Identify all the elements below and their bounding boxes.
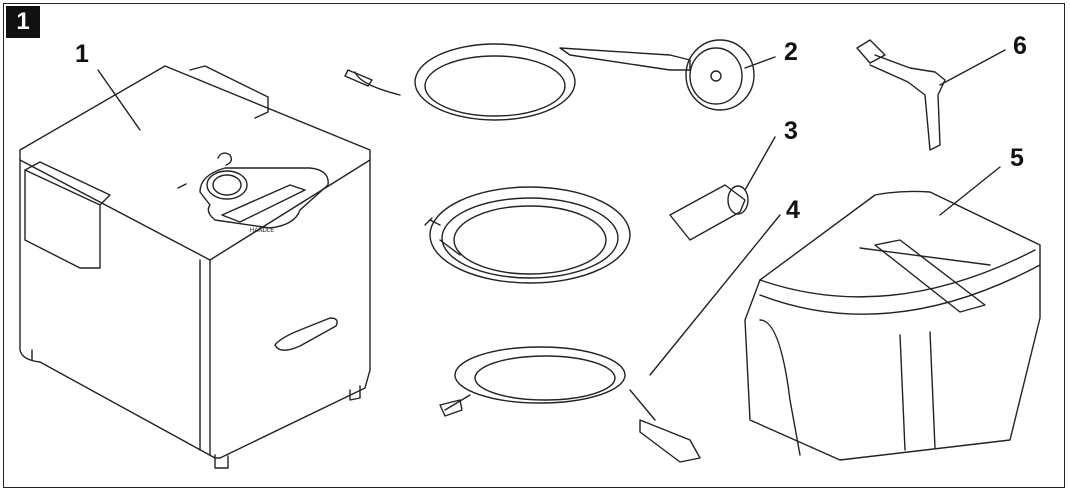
callout-5: 5 xyxy=(1010,144,1024,172)
hose-connector xyxy=(856,39,946,151)
callout-leaders xyxy=(97,49,1006,376)
figure-number-badge: 1 xyxy=(6,6,40,38)
pump-hose xyxy=(424,184,749,284)
car-power-cable xyxy=(439,346,701,463)
shower-head-hose xyxy=(344,39,755,121)
callout-3: 3 xyxy=(784,117,798,145)
carry-bag xyxy=(744,190,1041,461)
callout-4: 4 xyxy=(786,196,800,224)
figure-frame xyxy=(3,3,1065,488)
callout-2: 2 xyxy=(784,38,798,66)
callout-1: 1 xyxy=(75,40,89,68)
callout-6: 6 xyxy=(1013,32,1027,60)
heater-unit: HANDLE xyxy=(19,65,371,469)
device-label: HANDLE xyxy=(250,228,274,234)
